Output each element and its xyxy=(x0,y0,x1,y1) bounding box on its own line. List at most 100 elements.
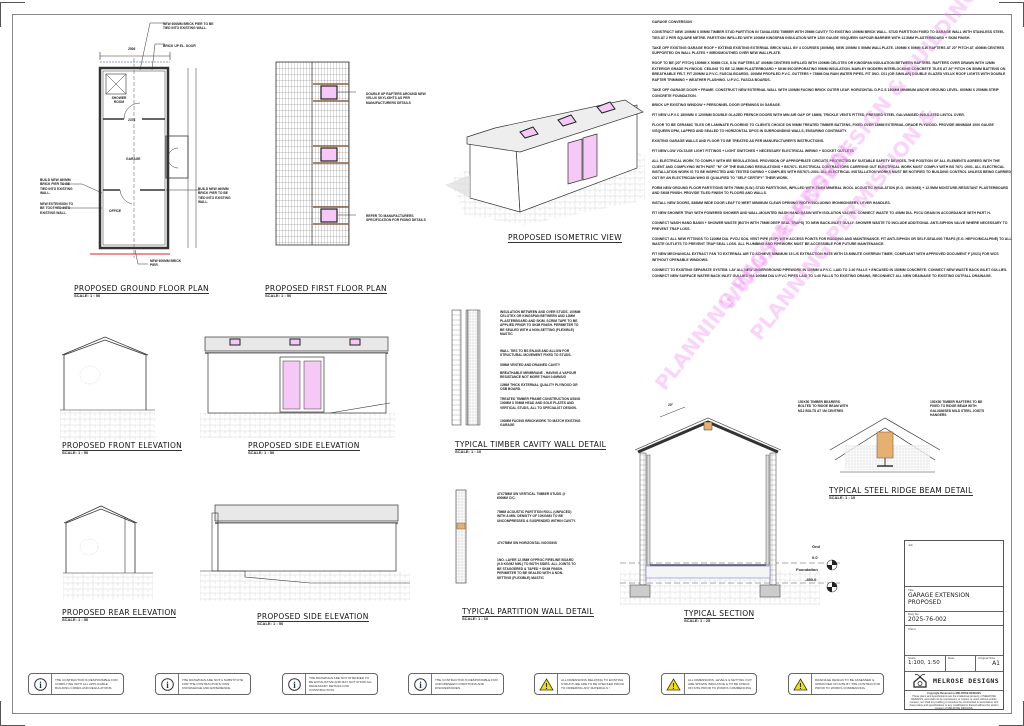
disclaimer-box: i THE CONTRACTOR IS RESPONSIBLE FOR COMP… xyxy=(28,673,124,695)
ground-floor-plan-drawing xyxy=(60,22,200,265)
warning-icon: ! xyxy=(535,674,558,694)
warning-icon: ! xyxy=(789,674,812,694)
spec-paragraph: EXISTING GARAGE WALLS AND FLOOR TO BE TR… xyxy=(652,139,825,144)
cavity-wall-note: INSULATION BETWEEN AND OVER STUDS. 100mm… xyxy=(500,310,581,337)
info-icon: i xyxy=(283,674,306,694)
ground-plan-note: BUILD NEW 460mm BRICK PIER TO BE TIED IN… xyxy=(40,178,73,196)
svg-text:!: ! xyxy=(672,682,675,691)
info-icon: i xyxy=(29,674,52,694)
disclaimer-text: ALL DIMENSIONS RELATING TO EXISTING STRU… xyxy=(561,678,624,690)
front-elevation-scale: SCALE: 1 : 50 xyxy=(62,450,89,455)
disclaimer-text: DRAINAGE DESIGN TO BE ASSESSED & APPROVE… xyxy=(815,678,880,690)
ground-floor-plan-scale: SCALE: 1 : 50 xyxy=(74,293,101,298)
disclaimer-box: ! ALL DIMENSIONS, LEVELS & SETTING OUT A… xyxy=(661,673,757,695)
svg-text:i: i xyxy=(293,680,296,690)
spec-paragraph: FIT NEW SHOWER TRAY WITH POWERED SHOWER … xyxy=(652,211,991,216)
svg-text:!: ! xyxy=(799,682,802,691)
specification-notes: GARAGE CONVERSION CONSTRUCT NEW 100mm x … xyxy=(652,20,1012,284)
front-elevation-title: PROPOSED FRONT ELEVATION xyxy=(62,441,183,451)
typical-section-scale: SCALE: 1 : 25 xyxy=(684,618,711,623)
ground-plan-note: NEW 600mm BRICK PIER TO BE TIED INTO EXI… xyxy=(163,22,214,31)
partition-wall-note: 47x75mm SW VERTICAL TIMBER STUDS @ 600mm… xyxy=(497,492,566,501)
copyright-notice: Copyright Reserved to MELROSE DESIGNS Th… xyxy=(908,692,1000,711)
section-pitch-label: 20° xyxy=(668,403,673,407)
warning-icon: ! xyxy=(662,674,685,694)
title-block-title: Title GARAGE EXTENSION PROPOSED xyxy=(905,586,1003,612)
date-label: Date xyxy=(948,656,955,660)
ridge-beam-note: 150x50 TIMBER RAFTERS TO BE FIXED TO RID… xyxy=(930,400,985,418)
cavity-wall-title: TYPICAL TIMBER CAVITY WALL DETAIL xyxy=(455,440,607,450)
cavity-wall-note: 12mm THICK EXTERNAL QUALITY PLYWOOD OR O… xyxy=(500,383,578,392)
spec-paragraph: CONNECT ALL NEW FITTINGS TO 110mm DIA. P… xyxy=(652,236,1012,247)
section-level-value: -450.0 xyxy=(805,577,817,582)
side-elevation-2-drawing xyxy=(200,504,410,601)
disclaimer-box: ! ALL DIMENSIONS RELATING TO EXISTING ST… xyxy=(534,673,630,695)
ridge-beam-note: 150x50 TIMBER BEARERS BOLTED TO RIDGE BE… xyxy=(798,400,849,413)
rear-elevation-drawing xyxy=(63,505,153,600)
front-elevation-drawing xyxy=(60,336,155,440)
partition-wall-note: 47x75mm SW HORIZONTAL NOGGINS xyxy=(497,541,557,545)
original-size-label: Original Size xyxy=(978,656,996,660)
spec-paragraph: TAKE OFF GARAGE DOOR + FRAME. CONSTRUCT … xyxy=(652,87,999,98)
job-label: Job xyxy=(908,543,913,547)
section-level-label: Foundation xyxy=(796,567,818,572)
rear-elevation-title: PROPOSED REAR ELEVATION xyxy=(62,608,177,618)
first-plan-note: REFER TO MANUFACTURERS SPECIFICATION FOR… xyxy=(366,214,426,223)
disclaimer-text: THE DRAWINGS ARE NOT A SUBSTITUTE FOR TH… xyxy=(182,678,244,690)
typical-section-title: TYPICAL SECTION xyxy=(684,609,755,619)
title-block-drawing-no: Dwg No. 2025-76-002 xyxy=(905,611,1003,626)
disclaimer-box: ! DRAINAGE DESIGN TO BE ASSESSED & APPRO… xyxy=(788,673,884,695)
ground-plan-note: BUILD NEW 460mm BRICK PIER TO BE TIED IN… xyxy=(198,187,231,205)
disclaimer-box: i THE CONTRACTOR IS RESPONSIBLE FOR UNFO… xyxy=(408,673,504,695)
ridge-beam-title: TYPICAL STEEL RIDGE BEAM DETAIL xyxy=(829,486,973,496)
info-icon: i xyxy=(156,674,179,694)
ground-floor-plan-title: PROPOSED GROUND FLOOR PLAN xyxy=(74,284,209,294)
partition-wall-note: 1No. LAYER 12.5mm GYPROC FIRELINE BOARD … xyxy=(497,558,576,580)
scale-cell: Scale 1:100, 1:50 xyxy=(905,655,946,671)
side-elevation-1-title: PROPOSED SIDE ELEVATION xyxy=(248,441,360,451)
svg-text:i: i xyxy=(419,680,422,690)
section-level-label: Gnd xyxy=(812,544,820,549)
date-cell: Date xyxy=(945,655,976,671)
spec-paragraph: BRICK UP EXISTING WINDOW + PERSONNEL DOO… xyxy=(652,103,781,108)
typical-section-drawing xyxy=(620,406,840,605)
partition-wall-note: 75mm ACOUSTIC PARTITION ROLL (UNFACED) W… xyxy=(497,510,576,523)
rear-elevation-scale: SCALE: 1 : 50 xyxy=(62,617,89,622)
ground-plan-note: BRICK UP EL. DOOR xyxy=(163,44,196,48)
cavity-wall-note: BREATHABLE MEMBRANE - HAVING A VAPOUR RE… xyxy=(500,371,577,380)
first-floor-plan-scale: SCALE: 1 : 50 xyxy=(265,293,292,298)
company-name: MELROSE DESIGNS xyxy=(933,676,1000,685)
isometric-view-title: PROPOSED ISOMETRIC VIEW xyxy=(508,233,622,243)
cavity-wall-note: 100mm FACING BRICKWORK TO MATCH EXISTING… xyxy=(500,419,581,428)
spec-heading: GARAGE CONVERSION xyxy=(652,20,692,24)
partition-wall-title: TYPICAL PARTITION WALL DETAIL xyxy=(462,607,594,617)
title-line-1: GARAGE EXTENSION xyxy=(908,592,970,599)
title-label: Title xyxy=(908,588,914,592)
melrose-house-logo-icon xyxy=(913,674,927,688)
scale-value: 1:100, 1:50 xyxy=(908,660,940,666)
title-block-logo: MELROSE DESIGNS xyxy=(905,671,1003,691)
disclaimer-box: i THE DRAWINGS ARE NOT INTENDED TO BE EX… xyxy=(282,673,378,695)
disclaimer-text: ALL DIMENSIONS, LEVELS & SETTING OUT ARE… xyxy=(688,678,752,690)
cavity-wall-note: TREATED TIMBER FRAME CONSTRUCTION USING … xyxy=(500,397,581,410)
scale-label: Scale xyxy=(908,656,916,660)
partition-wall-scale: SCALE: 1 : 10 xyxy=(462,616,489,621)
spec-paragraph: ALL ELECTRICAL WORK TO COMPLY WITH IEE R… xyxy=(652,159,1011,180)
section-level-value: 0.0 xyxy=(812,555,818,560)
ridge-beam-detail-drawing xyxy=(829,417,941,473)
side-elevation-2-scale: SCALE: 1 : 50 xyxy=(257,621,284,626)
ridge-beam-scale: SCALE: 1 : 10 xyxy=(829,495,856,500)
spec-paragraph: CONNECT TO EXISTING SEPARATE SYSTEM. LAY… xyxy=(652,268,1008,278)
spec-paragraph: TAKE OFF EXISTING GARAGE ROOF + EXTEND E… xyxy=(652,45,1005,56)
copyright-heading: Copyright Reserved to MELROSE DESIGNS xyxy=(927,692,981,695)
spec-paragraph: FIT NEW MECHANICAL EXTRACT FAN TO EXTERN… xyxy=(652,252,999,263)
original-size-cell: Original Size A1 xyxy=(975,655,1004,671)
disclaimer-text: THE CONTRACTOR IS RESPONSIBLE FOR UNFORE… xyxy=(435,678,498,690)
spec-paragraph: CONSTRUCT NEW 100mm x 50mm TIMBER STUD P… xyxy=(652,29,1005,40)
spec-paragraph: INSTALL NEW DOORS, 838mm WIDE DOOR LEAF … xyxy=(652,201,891,206)
ground-plan-dim: 2506 xyxy=(128,47,136,51)
side-elevation-2-title: PROPOSED SIDE ELEVATION xyxy=(257,612,369,622)
cavity-wall-note: WALL TIES TO BS EN-845 AND ALLOW FOR STR… xyxy=(500,349,572,358)
title-block-job: Job xyxy=(905,541,1003,587)
partition-wall-detail-drawing xyxy=(455,489,467,584)
